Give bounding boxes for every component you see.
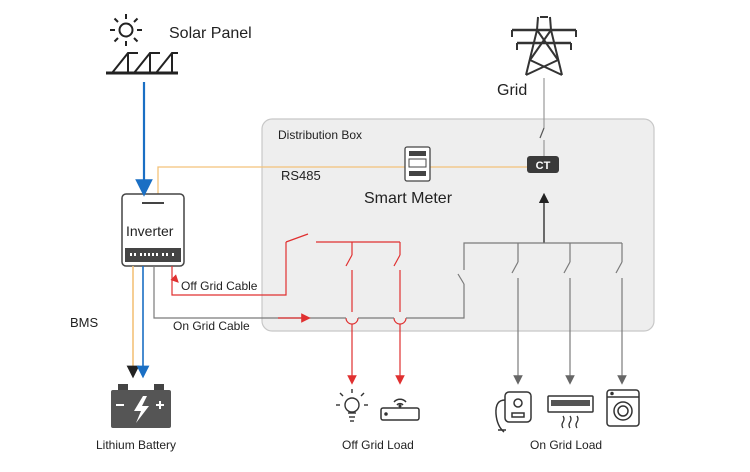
bms-label: BMS xyxy=(70,315,99,330)
inverter-icon xyxy=(121,193,185,267)
distribution-box-label: Distribution Box xyxy=(278,128,362,142)
lithium-battery-label: Lithium Battery xyxy=(96,438,176,452)
water-heater-icon xyxy=(495,391,532,433)
transmission-tower-icon xyxy=(511,16,577,76)
off-grid-arrow xyxy=(170,274,179,283)
on-grid-cable-label: On Grid Cable xyxy=(173,319,250,333)
washing-machine-icon xyxy=(606,389,640,427)
solar-panel-icon xyxy=(106,14,178,75)
light-bulb-icon xyxy=(336,389,368,422)
grid-label: Grid xyxy=(497,82,527,99)
on-grid-switch-3 xyxy=(615,261,623,274)
off-grid-switch-1 xyxy=(345,254,353,267)
off-grid-main-switch xyxy=(285,233,309,243)
distribution-box xyxy=(261,118,655,332)
router-icon xyxy=(380,398,420,421)
solar-panel-label: Solar Panel xyxy=(169,25,252,42)
off-grid-load-label: Off Grid Load xyxy=(342,438,414,452)
smart-meter-icon xyxy=(404,146,431,182)
rs485-label: RS485 xyxy=(281,168,321,183)
on-grid-busbar xyxy=(463,242,622,270)
ct-box xyxy=(527,156,559,173)
smart-meter-label: Smart Meter xyxy=(364,190,453,207)
on-grid-switch-1 xyxy=(511,261,519,274)
off-grid-cable-label: Off Grid Cable xyxy=(181,279,258,293)
rs485-comm-line xyxy=(157,166,527,194)
lithium-battery-icon xyxy=(111,384,171,428)
off-grid-switch-2 xyxy=(393,254,401,267)
on-grid-load-label: On Grid Load xyxy=(530,438,602,452)
on-grid-main-switch xyxy=(457,273,465,285)
on-grid-switch-2 xyxy=(563,261,571,274)
inverter-label: Inverter xyxy=(126,223,174,239)
air-conditioner-icon xyxy=(547,395,594,429)
grid-switch xyxy=(539,127,545,139)
ct-label: CT xyxy=(536,160,551,172)
